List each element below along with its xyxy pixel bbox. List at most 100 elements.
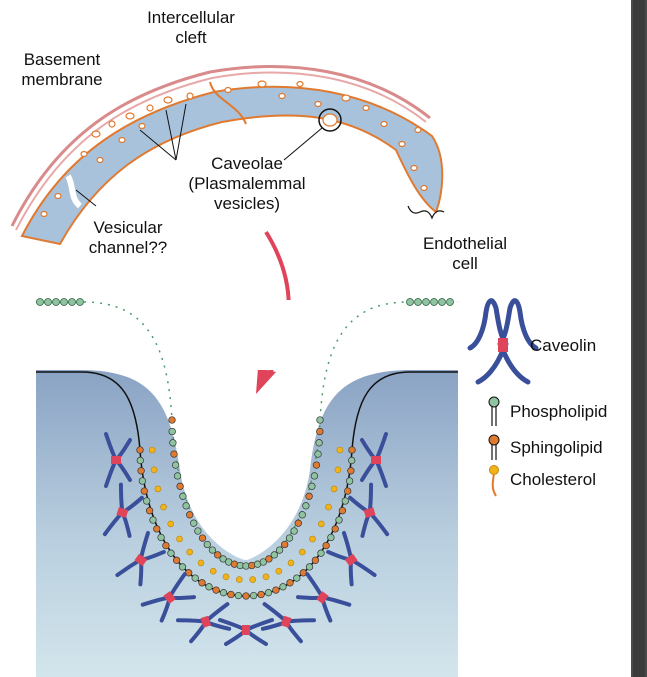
lipid-head xyxy=(158,534,165,541)
cholesterol-molecule xyxy=(149,447,155,453)
label-basement-membrane: Basement membrane xyxy=(10,50,114,90)
label-caveolae: Caveolae (Plasmalemmal vesicles) xyxy=(180,154,314,214)
lipid-head xyxy=(328,534,335,541)
lipid-head xyxy=(336,517,343,524)
lipid-head xyxy=(294,575,301,582)
legend-cholesterol-icon xyxy=(490,466,499,497)
lipid-head xyxy=(77,299,84,306)
cholesterol-molecule xyxy=(276,568,282,574)
cholesterol-molecule xyxy=(288,560,294,566)
lipid-head xyxy=(415,299,422,306)
lipid-head xyxy=(265,589,272,596)
cholesterol-molecule xyxy=(210,568,216,574)
lipid-head xyxy=(344,488,351,495)
lipid-head xyxy=(154,526,161,533)
lipid-head xyxy=(173,557,180,564)
lipid-head xyxy=(172,462,179,469)
lipid-head xyxy=(303,503,310,510)
zoom-arrow-head xyxy=(256,368,276,394)
lipid-head xyxy=(312,557,319,564)
endothelial-brace xyxy=(408,206,444,218)
cholesterol-molecule xyxy=(263,574,269,580)
cholesterol-molecule xyxy=(168,521,174,527)
scrollbar-thumb[interactable] xyxy=(633,0,645,677)
lipid-head xyxy=(309,483,316,490)
lipid-head xyxy=(439,299,446,306)
lipid-head xyxy=(313,462,320,469)
lipid-head xyxy=(318,550,325,557)
lipid-head xyxy=(250,592,257,599)
lipid-head xyxy=(186,512,193,519)
label-endothelial-cell: Endothelial cell xyxy=(414,234,516,274)
lipid-head xyxy=(349,447,356,454)
lipid-head xyxy=(306,493,313,500)
lipid-head xyxy=(168,550,175,557)
lipid-head xyxy=(323,542,330,549)
lipid-head xyxy=(346,478,353,485)
lipid-head xyxy=(348,468,355,475)
lipid-head xyxy=(316,440,323,447)
lipid-head xyxy=(281,541,288,548)
legend-sphingolipid-icon xyxy=(489,435,499,460)
lipid-head xyxy=(192,575,199,582)
lipid-head xyxy=(169,417,176,424)
lipid-head xyxy=(45,299,52,306)
cholesterol-molecule xyxy=(236,577,242,583)
lipid-head xyxy=(213,587,220,594)
cholesterol-molecule xyxy=(326,504,332,510)
legend-caveolin-label: Caveolin xyxy=(530,336,596,356)
legend xyxy=(470,301,536,496)
lipid-head xyxy=(342,498,349,505)
cholesterol-molecule xyxy=(223,574,229,580)
lipid-head xyxy=(332,526,339,533)
cholesterol-molecule xyxy=(198,560,204,566)
lipid-head xyxy=(137,447,144,454)
lipid-head xyxy=(317,417,324,424)
lipid-head xyxy=(339,507,346,514)
cholesterol-molecule xyxy=(155,486,161,492)
lipid-head xyxy=(53,299,60,306)
lipid-head xyxy=(138,468,145,475)
lipid-head xyxy=(180,493,187,500)
lipid-head xyxy=(271,552,278,559)
lipid-head xyxy=(295,520,302,527)
lipid-head xyxy=(199,580,206,587)
lipid-head xyxy=(69,299,76,306)
lipid-head xyxy=(146,507,153,514)
lipid-head xyxy=(183,503,190,510)
lipid-head xyxy=(348,457,355,464)
lipid-head xyxy=(163,542,170,549)
lipid-head xyxy=(291,528,298,535)
lipid-head xyxy=(280,584,287,591)
lipid-head xyxy=(228,591,235,598)
caveola-cross-section xyxy=(36,299,458,677)
legend-cholesterol-label: Cholesterol xyxy=(510,470,596,490)
cholesterol-molecule xyxy=(337,447,343,453)
lipid-head xyxy=(276,547,283,554)
lipid-head xyxy=(287,580,294,587)
legend-sphingolipid-label: Sphingolipid xyxy=(510,438,603,458)
lipid-head xyxy=(447,299,454,306)
lipid-head xyxy=(171,451,178,458)
lipid-head xyxy=(423,299,430,306)
lipid-head xyxy=(286,535,293,542)
lipid-head xyxy=(170,440,177,447)
lipid-head xyxy=(204,541,211,548)
lipid-head xyxy=(431,299,438,306)
lipid-head xyxy=(243,593,250,600)
cholesterol-molecule xyxy=(335,467,341,473)
label-intercellular-cleft: Intercellular cleft xyxy=(136,8,246,48)
lipid-head xyxy=(311,473,318,480)
lipid-head xyxy=(190,520,197,527)
lipid-head xyxy=(199,535,206,542)
cholesterol-molecule xyxy=(161,504,167,510)
cholesterol-molecule xyxy=(187,549,193,555)
lipid-head xyxy=(177,483,184,490)
lipid-head xyxy=(206,584,213,591)
cholesterol-molecule xyxy=(299,549,305,555)
lipid-head xyxy=(143,498,150,505)
cholesterol-molecule xyxy=(318,521,324,527)
legend-phospholipid-icon xyxy=(489,397,499,426)
lipid-head xyxy=(169,428,176,435)
cholesterol-molecule xyxy=(331,486,337,492)
